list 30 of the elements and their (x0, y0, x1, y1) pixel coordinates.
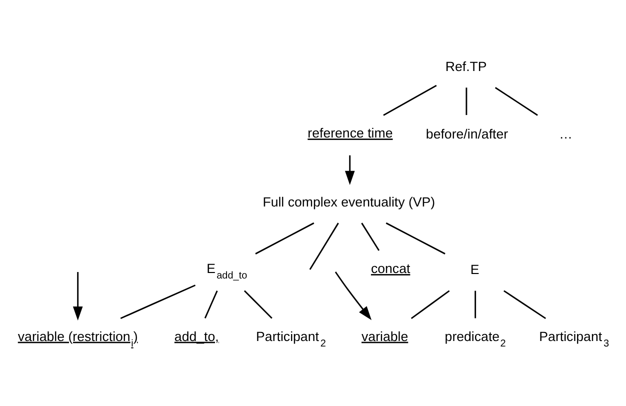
node-text: add_to, (174, 328, 218, 344)
connector (410, 290, 450, 320)
node-text: before/in/after (425, 126, 508, 142)
arrow (344, 155, 354, 185)
connector (474, 290, 476, 318)
node-text: Participant$_{3}$ (538, 328, 609, 350)
node-text: E$_{add_to}$ (206, 261, 247, 282)
connector (503, 290, 546, 320)
node-text: variable (restriction$_{i}$) (17, 328, 138, 350)
node-text: reference time (307, 126, 392, 141)
connector (382, 84, 436, 116)
node-text: Ref.TP (444, 58, 486, 74)
node-text: predicate$_{2}$ (444, 328, 506, 350)
connector (308, 222, 338, 270)
connector (254, 222, 314, 254)
node-text: variable (361, 328, 408, 344)
node-text: Full complex eventuality (VP) (262, 194, 435, 210)
connector (204, 290, 218, 318)
connector (494, 87, 538, 116)
arrow (334, 272, 372, 320)
connector (360, 222, 380, 251)
connector (243, 290, 272, 319)
connector (385, 222, 445, 254)
connector (120, 284, 196, 320)
node-text: Participant$_{2}$ (256, 328, 326, 350)
node-text: concat (370, 261, 410, 276)
connector (465, 88, 467, 116)
node-text: … (558, 126, 572, 142)
arrow (72, 272, 82, 321)
node-text: E (470, 262, 479, 278)
